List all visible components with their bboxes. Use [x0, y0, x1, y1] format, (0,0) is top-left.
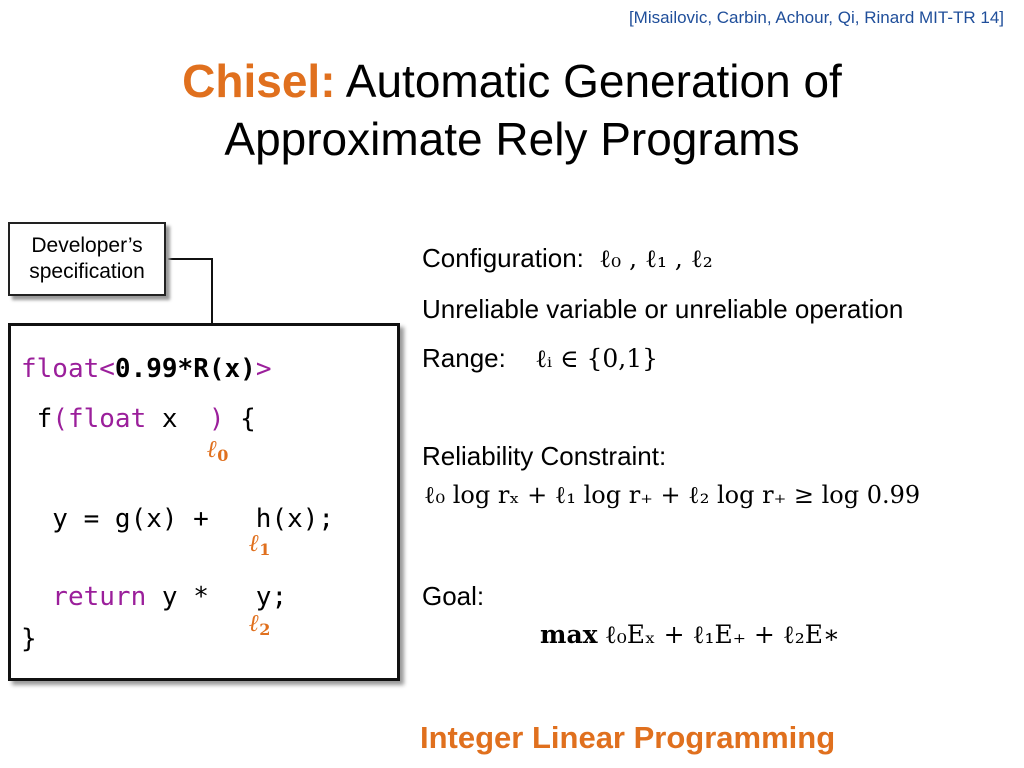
code-line-1: float<0.99*R(x)> — [21, 354, 272, 384]
slide-title: Chisel: Automatic Generation of Approxim… — [0, 52, 1024, 168]
callout-line1: Developer’s — [31, 234, 143, 257]
callout-line2: specification — [29, 260, 145, 283]
code-line-2: f(float x ) { — [21, 404, 256, 434]
goal-max: max — [540, 620, 598, 649]
ell-2-annotation: ℓ2 — [249, 608, 271, 639]
goal-row: max ℓ₀Eₓ + ℓ₁E₊ + ℓ₂E∗ — [540, 619, 840, 650]
code-line-5: } — [21, 624, 37, 654]
configuration-label: Configuration: — [422, 243, 584, 273]
title-line2: Approximate Rely Programs — [224, 113, 800, 165]
configuration-math: ℓ₀ , ℓ₁ , ℓ₂ — [599, 244, 713, 273]
reliability-label: Reliability Constraint: — [422, 441, 667, 471]
ell-1-annotation: ℓ1 — [249, 528, 271, 559]
ell-0-annotation: ℓ0 — [207, 434, 229, 465]
range-label: Range: — [422, 343, 506, 373]
goal-math: ℓ₀Eₓ + ℓ₁E₊ + ℓ₂E∗ — [604, 620, 841, 649]
code-line-3: y = g(x) + h(x); — [21, 504, 335, 534]
goal-label: Goal: — [422, 581, 485, 611]
reliability-math: ℓ₀ log rₓ + ℓ₁ log r₊ + ℓ₂ log r₊ ≥ log … — [424, 481, 921, 509]
code-line-4: return y * y; — [21, 582, 288, 612]
title-line1: Automatic Generation of — [345, 55, 842, 107]
developer-spec-callout: Developer’s specification — [8, 222, 166, 296]
ilp-heading: Integer Linear Programming — [420, 720, 836, 755]
range-row: Range: ℓᵢ ∈ {0,1} — [422, 343, 658, 374]
code-box: float<0.99*R(x)> f(float x ) { ℓ0 y = g(… — [8, 323, 400, 681]
configuration-row: Configuration: ℓ₀ , ℓ₁ , ℓ₂ — [422, 243, 713, 274]
range-math: ℓᵢ ∈ {0,1} — [535, 344, 659, 373]
title-accent: Chisel: — [182, 55, 336, 107]
unreliable-text: Unreliable variable or unreliable operat… — [422, 294, 904, 324]
citation: [Misailovic, Carbin, Achour, Qi, Rinard … — [628, 8, 1004, 27]
